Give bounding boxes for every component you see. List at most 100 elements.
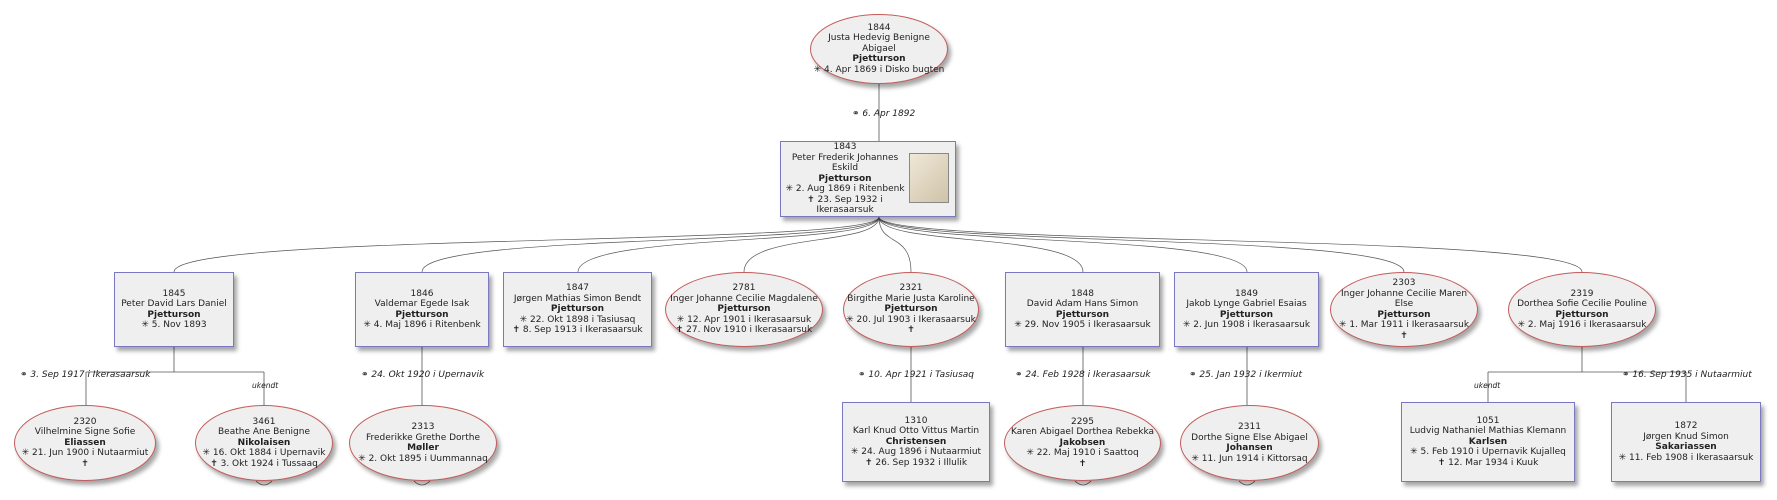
- marriage-unknown-label: ukendt: [252, 381, 279, 390]
- child-connector: [173, 216, 880, 273]
- person-1848[interactable]: 1848 David Adam Hans Simon Pjetturson ✳ …: [1005, 272, 1160, 347]
- person-surname: Pjetturson: [1555, 309, 1609, 320]
- person-1849[interactable]: 1849 Jakob Lynge Gabriel Esaias Pjetturs…: [1174, 272, 1319, 347]
- person-name: Karl Knud Otto Vittus Martin: [852, 426, 980, 437]
- person-death: ✝ 26. Sep 1932 i Illulik: [864, 457, 968, 468]
- person-surname: Johansen: [1226, 443, 1273, 453]
- person-birth: ✳ 4. Maj 1896 i Ritenbenk: [363, 320, 481, 330]
- person-name: Dorthe Signe Else Abigael: [1191, 432, 1308, 443]
- person-2311[interactable]: 2311 Dorthe Signe Else Abigael Johansen …: [1180, 405, 1319, 481]
- person-surname: Pjetturson: [1055, 309, 1110, 320]
- person-birth: ✳ 11. Feb 1908 i Ikerasaarsuk: [1618, 452, 1754, 463]
- person-surname: Pjetturson: [818, 173, 872, 184]
- person-surname: Pjetturson: [550, 304, 605, 315]
- person-2320[interactable]: 2320 Vilhelmine Signe Sofie Eliassen ✳ 2…: [14, 405, 156, 481]
- person-surname: Karlsen: [1468, 436, 1508, 447]
- person-birth: ✳ 2. Okt 1895 i Uummannaq: [358, 453, 488, 464]
- person-id: 2295: [1071, 416, 1094, 427]
- person-surname: Pjetturson: [1219, 309, 1274, 320]
- person-surname: Pjetturson: [852, 54, 906, 65]
- child-connector: [878, 216, 1248, 273]
- person-1844[interactable]: 1844 Justa Hedevig Benigne Abigael Pjett…: [810, 14, 948, 84]
- person-id: 1847: [566, 283, 589, 294]
- person-name: Beathe Ane Benigne: [218, 427, 310, 438]
- person-name: Justa Hedevig Benigne Abigael: [828, 33, 930, 54]
- child-connector: [743, 216, 880, 273]
- person-birth: ✳ 22. Okt 1898 i Tasiusaq: [519, 314, 636, 325]
- person-id: 1872: [1674, 421, 1698, 431]
- person-surname: Pjetturson: [884, 304, 938, 315]
- person-id: 2781: [732, 283, 756, 294]
- person-name: Birgithe Marie Justa Karoline: [847, 293, 975, 304]
- person-birth: ✳ 22. Maj 1910 i Saattoq: [1026, 448, 1139, 459]
- person-birth: ✳ 20. Jul 1903 i Ikerasaarsuk: [846, 314, 976, 325]
- expand-curl: [1238, 480, 1256, 486]
- person-birth: ✳ 21. Jun 1900 i Nutaarmiut: [21, 448, 149, 459]
- person-death: ✝ 8. Sep 1913 i Ikerasaarsuk: [512, 325, 643, 336]
- person-2313[interactable]: 2313 Frederikke Grethe Dorthe Møller ✳ 2…: [349, 405, 497, 481]
- person-birth: ✳ 24. Aug 1896 i Nutaarmiut: [850, 447, 982, 458]
- child-connector: [577, 216, 880, 273]
- child-connector: [878, 216, 912, 273]
- person-death: ✝ 23. Sep 1932 i Ikerasaarsuk: [807, 194, 883, 216]
- person-1310[interactable]: 1310 Karl Knud Otto Vittus Martin Christ…: [842, 402, 990, 482]
- marriage-label: ⚭ 3. Sep 1917 i Ikerasaarsuk: [20, 370, 151, 380]
- person-birth: ✳ 4. Apr 1869 i Disko bugten: [813, 64, 945, 75]
- person-1051[interactable]: 1051 Ludvig Nathaniel Mathias Klemann Ka…: [1401, 402, 1575, 482]
- person-id: 1848: [1071, 288, 1094, 299]
- person-surname: Nikolaisen: [237, 437, 291, 448]
- person-name: Frederikke Grethe Dorthe: [365, 432, 481, 443]
- person-birth: ✳ 2. Aug 1869 i Ritenbenk: [785, 184, 905, 195]
- expand-curl: [255, 480, 273, 486]
- person-id: 2319: [1570, 288, 1594, 299]
- person-id: 2320: [73, 416, 97, 427]
- person-id: 1845: [162, 288, 186, 299]
- person-surname: Eliassen: [64, 437, 106, 448]
- person-surname: Pjetturson: [717, 304, 771, 315]
- person-id: 2313: [411, 422, 435, 432]
- child-connector: [878, 216, 1405, 273]
- person-1847[interactable]: 1847 Jørgen Mathias Simon Bendt Pjetturs…: [503, 272, 652, 347]
- person-2319[interactable]: 2319 Dorthea Sofie Cecilie Pouline Pjett…: [1508, 272, 1656, 347]
- person-birth: ✳ 5. Feb 1910 i Upernavik Kujalleq: [1410, 447, 1566, 458]
- person-death: ✝ 27. Nov 1910 i Ikerasaarsuk: [675, 325, 813, 336]
- person-name: Inger Johanne Cecilie Magdalene: [670, 293, 818, 304]
- person-surname: Pjetturson: [1377, 309, 1431, 320]
- person-2781[interactable]: 2781 Inger Johanne Cecilie Magdalene Pje…: [665, 272, 823, 347]
- person-2321[interactable]: 2321 Birgithe Marie Justa Karoline Pjett…: [843, 272, 979, 347]
- person-1872[interactable]: 1872 Jørgen Knud Simon Sakariassen ✳ 11.…: [1611, 402, 1761, 482]
- person-name: Vilhelmine Signe Sofie: [34, 427, 136, 438]
- person-1843[interactable]: 1843 Peter Frederik Johannes Eskild Pjet…: [780, 141, 956, 217]
- child-connector: [878, 216, 1084, 273]
- expand-curl: [1074, 480, 1092, 486]
- child-connector: [421, 216, 880, 273]
- person-birth: ✳ 5. Nov 1893: [141, 320, 207, 330]
- marriage-label: ⚭ 24. Okt 1920 i Upernavik: [361, 370, 485, 380]
- person-name: Inger Johanne Cecilie Maren Else: [1340, 288, 1468, 310]
- person-id: 1849: [1235, 288, 1258, 299]
- person-birth: ✳ 2. Maj 1916 i Ikerasaarsuk: [1517, 320, 1647, 330]
- person-surname: Jakobsen: [1059, 437, 1106, 448]
- person-2303[interactable]: 2303 Inger Johanne Cecilie Maren Else Pj…: [1330, 272, 1478, 347]
- person-death: ✝: [81, 458, 89, 469]
- portrait-photo: [909, 153, 949, 203]
- marriage-unknown-label: ukendt: [1474, 381, 1501, 390]
- person-id: 1844: [867, 22, 891, 33]
- person-birth: ✳ 12. Apr 1901 i Ikerasaarsuk: [676, 314, 812, 325]
- person-surname: Christensen: [885, 436, 947, 447]
- person-id: 1310: [904, 415, 928, 426]
- person-3461[interactable]: 3461 Beathe Ane Benigne Nikolaisen ✳ 16.…: [195, 405, 333, 481]
- person-surname: Sakariassen: [1655, 442, 1717, 452]
- person-1845[interactable]: 1845 Peter David Lars Daniel Pjetturson …: [114, 272, 234, 347]
- marriage-label: ⚭ 25. Jan 1932 i Ikermiut: [1189, 370, 1303, 380]
- person-id: 1846: [410, 288, 434, 299]
- person-id: 1843: [833, 142, 857, 153]
- person-surname: Pjetturson: [147, 309, 201, 320]
- person-2295[interactable]: 2295 Karen Abigael Dorthea Rebekka Jakob…: [1004, 405, 1161, 481]
- person-death: ✝ 12. Mar 1934 i Kuuk: [1437, 457, 1539, 468]
- person-name: Jørgen Mathias Simon Bendt: [513, 293, 642, 304]
- person-1846[interactable]: 1846 Valdemar Egede Isak Pjetturson ✳ 4.…: [355, 272, 489, 347]
- person-name: Jørgen Knud Simon: [1643, 431, 1729, 442]
- person-id: 1051: [1476, 415, 1500, 426]
